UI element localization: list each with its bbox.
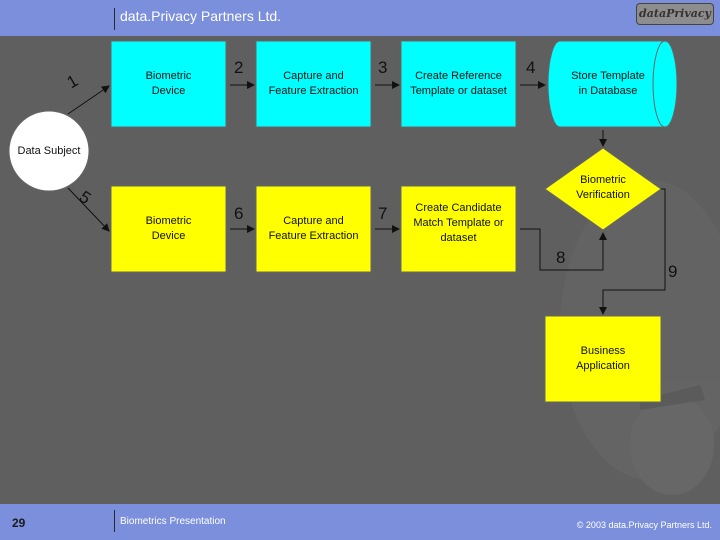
verify-biometric-device-label: Biometric Device xyxy=(145,215,192,242)
arrow-8 xyxy=(520,228,607,271)
step-number-7: 7 xyxy=(378,204,388,223)
verify-capture-label: Capture and Feature Extraction xyxy=(268,215,359,242)
header-bar: data.Privacy Partners Ltd. dataPrivacy xyxy=(0,0,720,36)
verify-biometric-device-box xyxy=(110,185,227,273)
verify-candidate-label: Create Candidate Match Template or datas… xyxy=(413,201,504,244)
presentation-title: Biometrics Presentation xyxy=(120,516,226,527)
enroll-biometric-device-box xyxy=(110,40,227,128)
verify-candidate-box xyxy=(400,185,517,273)
store-template-label: Store Template in Database xyxy=(571,70,645,97)
biometric-verification-label: Biometric Verification xyxy=(576,174,630,201)
company-logo: dataPrivacy xyxy=(636,3,714,25)
enroll-reference-box xyxy=(400,40,517,128)
step-number-6: 6 xyxy=(234,204,244,223)
footer-bar: 29 Biometrics Presentation © 2003 data.P… xyxy=(0,504,720,540)
data-subject-circle xyxy=(8,110,90,192)
footer-divider xyxy=(114,510,115,532)
store-template-database xyxy=(547,40,678,128)
header-divider xyxy=(114,8,115,30)
business-application-label: Business Application xyxy=(576,345,630,372)
step-number-8: 8 xyxy=(556,248,566,267)
arrow-1 xyxy=(67,85,110,115)
step-number-3: 3 xyxy=(378,58,388,77)
business-application-box xyxy=(544,315,662,403)
step-number-4: 4 xyxy=(526,58,536,77)
step-number-9: 9 xyxy=(668,262,678,281)
biometric-verification-diamond xyxy=(544,147,662,231)
arrow-9 xyxy=(599,188,666,315)
enroll-capture-label: Capture and Feature Extraction xyxy=(268,70,359,97)
data-subject-label: Data Subject xyxy=(17,144,81,157)
enroll-capture-box xyxy=(255,40,372,128)
copyright-text: © 2003 data.Privacy Partners Ltd. xyxy=(576,520,712,530)
step-number-2: 2 xyxy=(234,58,244,77)
company-name: data.Privacy Partners Ltd. xyxy=(120,8,282,24)
verify-capture-box xyxy=(255,185,372,273)
page-number: 29 xyxy=(12,516,26,530)
enroll-reference-label: Create Reference Template or dataset xyxy=(410,70,507,97)
arrow-5 xyxy=(67,187,110,232)
enroll-biometric-device-label: Biometric Device xyxy=(145,70,192,97)
